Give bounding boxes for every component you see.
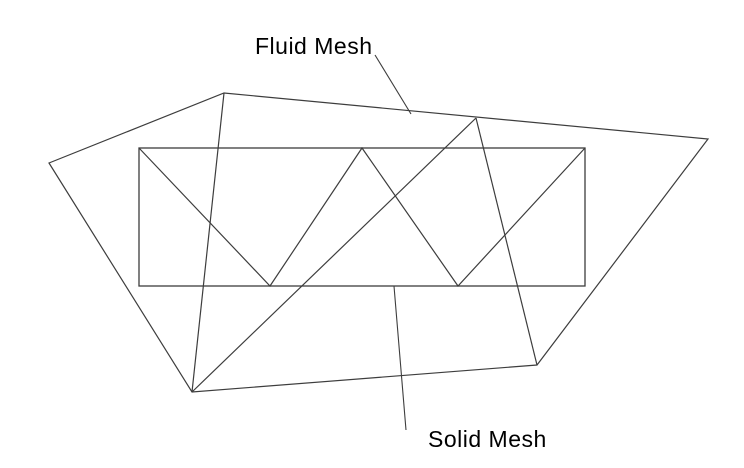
solid-mesh-zigzag	[138, 146, 586, 287]
solid-mesh-label: Solid Mesh	[428, 426, 547, 452]
fluid-mesh-outline	[48, 92, 710, 393]
fluid-mesh-edge-0	[191, 92, 225, 393]
fluid-mesh-label: Fluid Mesh	[255, 33, 373, 59]
fluid-mesh-edge-1	[191, 117, 477, 393]
fluid-mesh-edge-2	[475, 117, 538, 366]
fluid-mesh-leader-line	[374, 54, 412, 115]
solid-mesh-leader-line	[393, 285, 407, 431]
